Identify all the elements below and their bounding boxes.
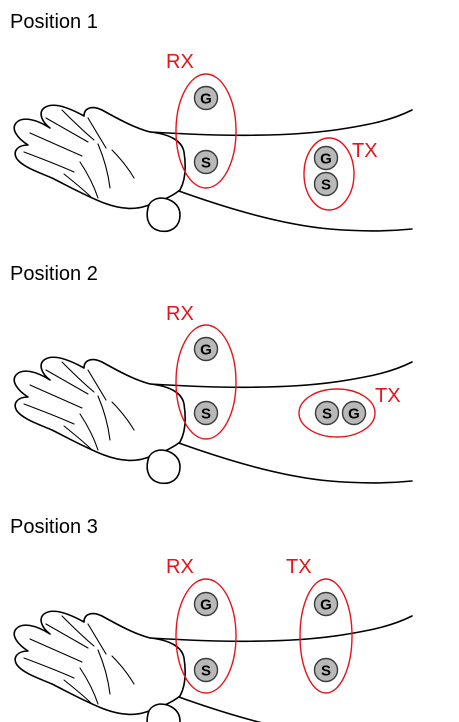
signal-electrode: S	[315, 173, 338, 196]
group-label: TX	[352, 140, 378, 162]
panel-title: Position 1	[10, 11, 98, 33]
electrode-letter: G	[200, 91, 212, 108]
panel-position-3: Position 3 RX G S TX G S	[10, 516, 412, 722]
electrode-letter: G	[320, 597, 332, 614]
electrode-group-tx: TX GS	[304, 138, 378, 210]
electrode-letter: S	[201, 406, 211, 423]
group-label: TX	[286, 556, 312, 578]
panel-title: Position 3	[10, 516, 98, 538]
signal-electrode: S	[195, 659, 218, 682]
electrode-letter: S	[201, 663, 211, 680]
electrode-letter: G	[348, 406, 360, 423]
electrode-group-tx: TX G S	[286, 556, 352, 693]
group-label: RX	[166, 556, 194, 578]
ground-electrode: G	[315, 593, 338, 616]
group-label: RX	[166, 303, 194, 325]
electrode-letter: G	[200, 597, 212, 614]
ground-electrode: G	[195, 338, 218, 361]
electrode-letter: G	[200, 342, 212, 359]
electrode-letter: S	[201, 155, 211, 172]
signal-electrode: S	[315, 659, 338, 682]
electrode-letter: S	[321, 177, 331, 194]
ground-electrode: G	[195, 87, 218, 110]
electrode-letter: S	[322, 406, 332, 423]
ground-electrode: G	[343, 402, 366, 425]
signal-electrode: S	[195, 402, 218, 425]
panel-title: Position 2	[10, 263, 98, 285]
signal-electrode: S	[316, 402, 339, 425]
group-label: RX	[166, 51, 194, 73]
electrode-letter: G	[320, 151, 332, 168]
electrode-letter: S	[321, 663, 331, 680]
signal-electrode: S	[195, 151, 218, 174]
group-label: TX	[375, 385, 401, 407]
ground-electrode: G	[315, 147, 338, 170]
ground-electrode: G	[195, 593, 218, 616]
